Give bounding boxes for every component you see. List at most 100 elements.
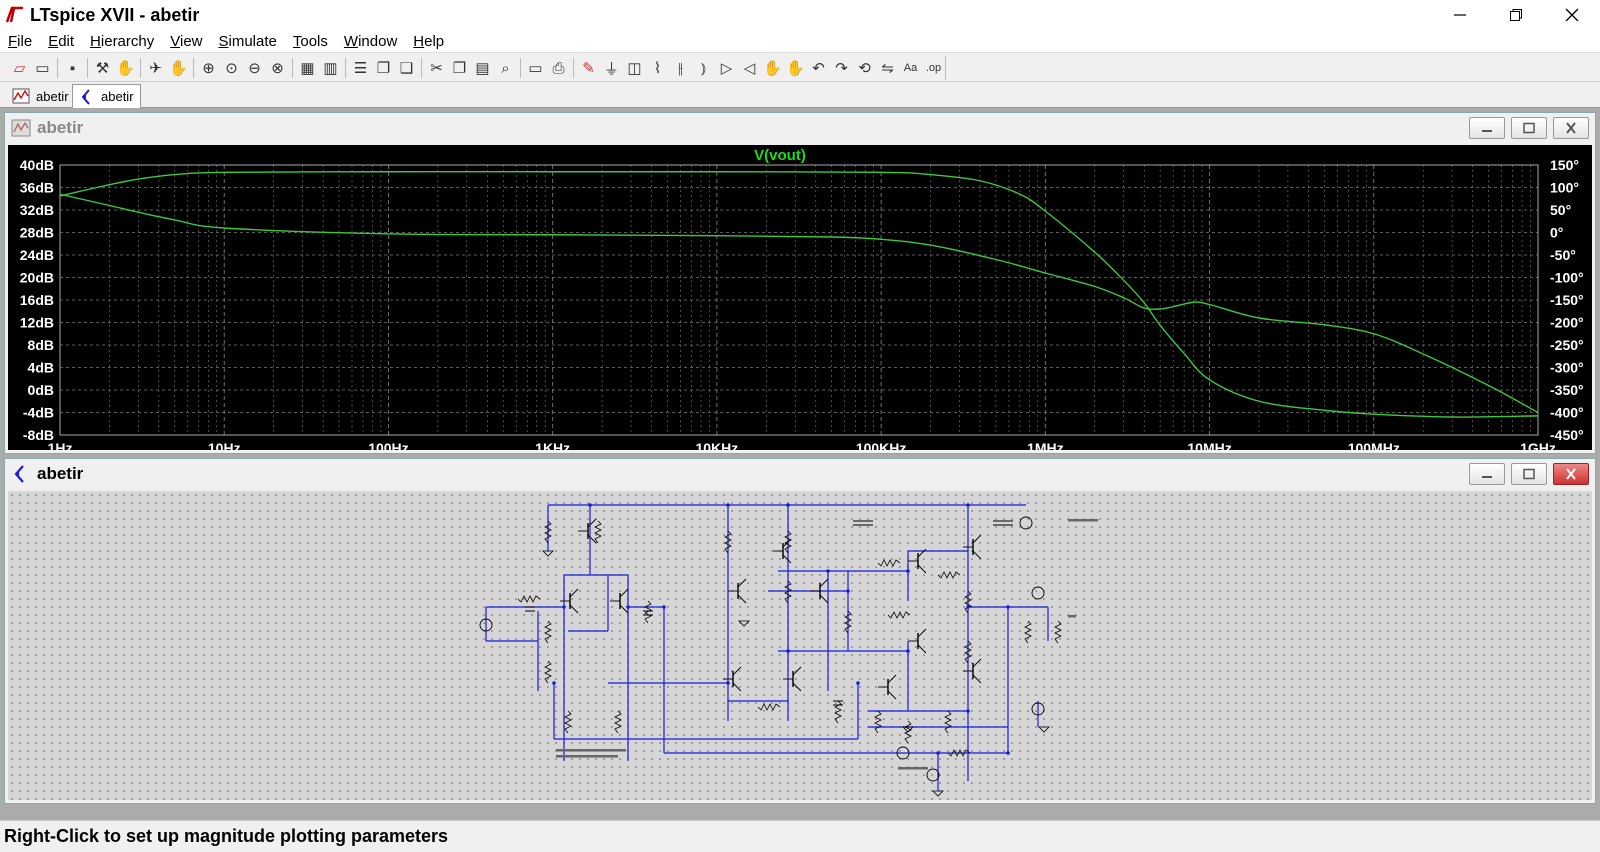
schematic-maximize-button[interactable] — [1511, 463, 1547, 485]
transistor-symbol — [619, 588, 629, 598]
find-button[interactable]: ⌕ — [494, 57, 517, 79]
label-button[interactable]: ◫ — [623, 57, 646, 79]
pan-icon: ✋ — [116, 60, 135, 77]
text-button[interactable]: Aa — [899, 57, 922, 79]
menu-hierarchy[interactable]: Hierarchy — [90, 32, 155, 50]
zoom-in-button[interactable]: ⊕ — [197, 57, 220, 79]
move-button[interactable]: ✋ — [761, 57, 784, 79]
rotate-button[interactable]: ⟲ — [853, 57, 876, 79]
pan-button[interactable]: ✋ — [114, 57, 137, 79]
new-schematic-button[interactable]: ▱ — [8, 57, 31, 79]
print-setup-button[interactable]: ▭ — [524, 57, 547, 79]
tab-waveform[interactable]: abetir — [6, 84, 75, 108]
run-button[interactable]: ✈ — [144, 57, 167, 79]
toolbar-buttons: ▱▭▪⚒✋✈✋⊕⊙⊖⊗▦▥☰❐❏✂❐▤⌕▭⎙✎⏚◫⌇⫲⦆▷◁✋✋↶↷⟲⇋Aa.o… — [8, 56, 946, 80]
y-right-ticks: 150°100°50°0°-50°-100°-150°-200°-250°-30… — [1550, 157, 1584, 443]
document-tab-bar: abetir abetir — [0, 82, 1600, 108]
open-button[interactable]: ▭ — [31, 57, 54, 79]
y-right-tick-label: 100° — [1550, 180, 1579, 196]
cascade-button[interactable]: ❐ — [372, 57, 395, 79]
circuit-drawing[interactable] — [8, 491, 1592, 802]
source-symbol — [896, 746, 910, 760]
tile-horizontal-button[interactable]: ☰ — [349, 57, 372, 79]
waveform-close-button[interactable] — [1553, 117, 1589, 139]
paste-icon: ▤ — [475, 60, 490, 77]
waveform-maximize-button[interactable] — [1511, 117, 1547, 139]
minimize-button[interactable] — [1432, 0, 1488, 30]
close-window-button[interactable] — [1544, 0, 1600, 30]
y-right-tick-label: -250° — [1550, 337, 1584, 353]
transistor-symbol — [737, 594, 747, 604]
save-button[interactable]: ▪ — [61, 57, 84, 79]
schematic-close-button[interactable] — [1553, 463, 1589, 485]
resistor-button[interactable]: ⌇ — [646, 57, 669, 79]
schematic-minimize-button[interactable] — [1469, 463, 1505, 485]
x-tick-label: 10MHz — [1187, 440, 1231, 452]
toolbar-separator — [292, 58, 293, 78]
diode-button[interactable]: ▷ — [715, 57, 738, 79]
waveform-window-titlebar[interactable]: abetir — [5, 113, 1595, 143]
transistor-symbol — [737, 578, 747, 588]
wire-button[interactable]: ✎ — [577, 57, 600, 79]
y-right-tick-label: -300° — [1550, 360, 1584, 376]
y-right-tick-label: -150° — [1550, 292, 1584, 308]
menu-simulate[interactable]: Simulate — [218, 32, 277, 50]
drag-button[interactable]: ✋ — [784, 57, 807, 79]
paste-button[interactable]: ▤ — [471, 57, 494, 79]
zoom-out-button[interactable]: ⊖ — [243, 57, 266, 79]
zoom-cancel-button[interactable]: ⊗ — [266, 57, 289, 79]
transistor-symbol — [732, 682, 742, 692]
grid-button[interactable]: ▥ — [319, 57, 342, 79]
trace-label[interactable]: V(vout) — [754, 147, 806, 164]
y-right-tick-label: -450° — [1550, 427, 1584, 443]
spice-directive-button[interactable]: .op — [922, 57, 945, 79]
source-symbol — [1019, 516, 1033, 530]
menu-file[interactable]: File — [8, 32, 33, 50]
source-symbol — [1031, 586, 1045, 600]
halt-button[interactable]: ✋ — [167, 57, 190, 79]
transistor-symbol — [782, 554, 792, 564]
transistor-symbol — [732, 666, 742, 676]
restore-button[interactable] — [1488, 0, 1544, 30]
menu-tools[interactable]: Tools — [292, 32, 328, 50]
open-icon: ▭ — [35, 60, 50, 77]
cut-button[interactable]: ✂ — [425, 57, 448, 79]
bode-plot[interactable]: 40dB36dB32dB28dB24dB20dB16dB12dB8dB4dB0d… — [8, 145, 1592, 456]
tile-vertical-button[interactable]: ❏ — [395, 57, 418, 79]
autorange-button[interactable]: ▦ — [296, 57, 319, 79]
title-bar: LTspice XVII - abetir — [0, 0, 1600, 30]
component-button[interactable]: ◁ — [738, 57, 761, 79]
menu-view[interactable]: View — [170, 32, 203, 50]
plot-grid — [59, 164, 1539, 436]
print-button[interactable]: ⎙ — [547, 57, 570, 79]
schematic-canvas[interactable] — [8, 491, 1592, 800]
schematic-window-titlebar[interactable]: abetir — [5, 459, 1595, 489]
menu-window[interactable]: Window — [343, 32, 398, 50]
y-right-tick-label: -400° — [1550, 405, 1584, 421]
control-panel-button[interactable]: ⚒ — [91, 57, 114, 79]
resistor-symbol — [947, 749, 971, 757]
y-right-tick-label: -50° — [1550, 247, 1576, 263]
drag-icon: ✋ — [786, 60, 805, 77]
undo-button[interactable]: ↶ — [807, 57, 830, 79]
capacitor-button[interactable]: ⫲ — [669, 57, 692, 79]
ground-button[interactable]: ⏚ — [600, 57, 623, 79]
waveform-minimize-button[interactable] — [1469, 117, 1505, 139]
x-tick-label: 100Hz — [368, 440, 408, 452]
mirror-button[interactable]: ⇋ — [876, 57, 899, 79]
resistor-icon: ⌇ — [653, 60, 662, 77]
copy-button[interactable]: ❐ — [448, 57, 471, 79]
zoom-fit-button[interactable]: ⊙ — [220, 57, 243, 79]
junction-dot — [846, 589, 850, 593]
grid-icon: ▥ — [323, 60, 338, 77]
y-right-tick-label: -350° — [1550, 382, 1584, 398]
y-left-tick-label: 8dB — [28, 337, 54, 353]
x-tick-label: 1Hz — [48, 440, 73, 452]
inductor-button[interactable]: ⦆ — [692, 57, 715, 79]
menu-help[interactable]: Help — [413, 32, 445, 50]
tab-schematic[interactable]: abetir — [72, 84, 141, 108]
redo-button[interactable]: ↷ — [830, 57, 853, 79]
menu-edit[interactable]: Edit — [48, 32, 75, 50]
